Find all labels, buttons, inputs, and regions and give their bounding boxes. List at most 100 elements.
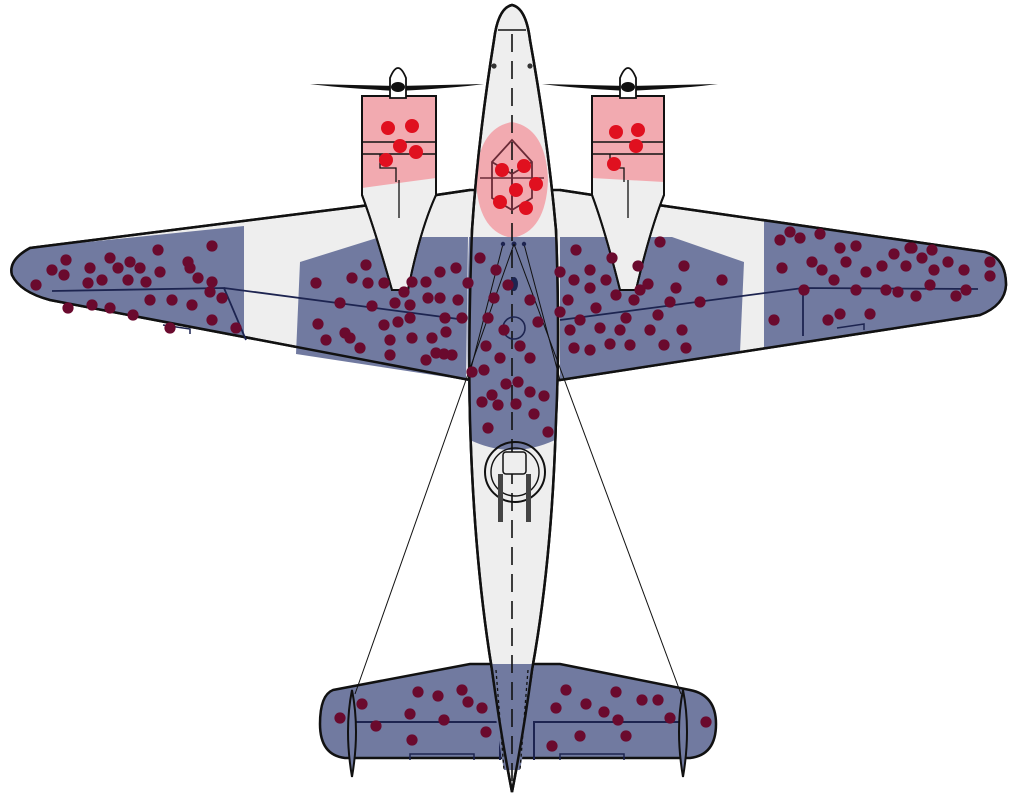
- bullet-hole-dot: [840, 256, 851, 267]
- bullet-hole-dot: [680, 342, 691, 353]
- bullet-hole-dot: [512, 376, 523, 387]
- bullet-hole-dot: [452, 294, 463, 305]
- bullet-hole-dot: [570, 244, 581, 255]
- bullet-hole-dot: [362, 277, 373, 288]
- bullet-hole-dot: [404, 708, 415, 719]
- bullet-hole-dot: [384, 349, 395, 360]
- bullet-hole-dot: [950, 290, 961, 301]
- bullet-hole-dot: [628, 294, 639, 305]
- bullet-hole-dot: [384, 334, 395, 345]
- bullet-hole-dot: [186, 299, 197, 310]
- turret-gun-left: [498, 474, 503, 522]
- critical-hit-dot: [517, 159, 531, 173]
- bullet-hole-dot: [488, 292, 499, 303]
- bullet-hole-dot: [370, 720, 381, 731]
- bullet-hole-dot: [354, 342, 365, 353]
- bullet-hole-dot: [476, 702, 487, 713]
- bullet-hole-dot: [439, 312, 450, 323]
- wire-anchor-a: [501, 242, 505, 246]
- bullet-hole-dot: [524, 294, 535, 305]
- bullet-hole-dot: [620, 730, 631, 741]
- bullet-hole-dot: [62, 302, 73, 313]
- critical-hit-dot: [509, 183, 523, 197]
- bullet-hole-dot: [492, 399, 503, 410]
- bullet-hole-dot: [134, 262, 145, 273]
- bullet-hole-dot: [916, 252, 927, 263]
- bullet-hole-dot: [500, 378, 511, 389]
- bullet-hole-dot: [676, 324, 687, 335]
- critical-hit-dot: [629, 139, 643, 153]
- bullet-hole-dot: [466, 366, 477, 377]
- bullet-hole-dot: [514, 340, 525, 351]
- right-propeller: [542, 68, 718, 98]
- bullet-hole-dot: [140, 276, 151, 287]
- bullet-hole-dot: [420, 276, 431, 287]
- bullet-hole-dot: [880, 284, 891, 295]
- bullet-hole-dot: [434, 266, 445, 277]
- bullet-hole-dot: [888, 248, 899, 259]
- bullet-hole-dot: [594, 322, 605, 333]
- bullet-hole-dot: [404, 299, 415, 310]
- bullet-hole-dot: [104, 252, 115, 263]
- right-hub: [621, 82, 635, 92]
- bullet-hole-dot: [312, 318, 323, 329]
- bullet-hole-dot: [568, 274, 579, 285]
- bullet-hole-dot: [216, 292, 227, 303]
- bullet-hole-dot: [776, 262, 787, 273]
- bullet-hole-dot: [906, 242, 917, 253]
- bullet-hole-dot: [652, 309, 663, 320]
- bullet-hole-dot: [486, 389, 497, 400]
- critical-hit-dot: [607, 157, 621, 171]
- bullet-hole-dot: [440, 326, 451, 337]
- bullet-hole-dot: [554, 306, 565, 317]
- bullet-hole-dot: [554, 266, 565, 277]
- bullet-hole-dot: [490, 264, 501, 275]
- bullet-hole-dot: [942, 256, 953, 267]
- bullet-hole-dot: [664, 296, 675, 307]
- bullet-hole-dot: [524, 352, 535, 363]
- bullet-hole-dot: [960, 284, 971, 295]
- bullet-hole-dot: [568, 342, 579, 353]
- bullet-hole-dot: [104, 302, 115, 313]
- bullet-hole-dot: [604, 338, 615, 349]
- bullet-hole-dot: [58, 269, 69, 280]
- nose-gun-left: [491, 63, 496, 68]
- bullet-hole-dot: [984, 256, 995, 267]
- critical-hit-dot: [519, 201, 533, 215]
- bullet-hole-dot: [206, 240, 217, 251]
- bullet-hole-dot: [850, 284, 861, 295]
- turret-body: [503, 452, 526, 474]
- bullet-hole-dot: [590, 302, 601, 313]
- bullet-hole-dot: [482, 312, 493, 323]
- bullet-hole-dot: [482, 422, 493, 433]
- bullet-hole-dot: [494, 352, 505, 363]
- bullet-hole-dot: [528, 408, 539, 419]
- bullet-hole-dot: [814, 228, 825, 239]
- left-propeller: [310, 68, 484, 98]
- bullet-hole-dot: [564, 324, 575, 335]
- bullet-hole-dot: [580, 698, 591, 709]
- bullet-hole-dot: [164, 322, 175, 333]
- turret-gun-right: [526, 474, 531, 522]
- bullet-hole-dot: [360, 259, 371, 270]
- bullet-hole-dot: [652, 694, 663, 705]
- bullet-hole-dot: [700, 716, 711, 727]
- bullet-hole-dot: [438, 348, 449, 359]
- critical-hit-dot: [381, 121, 395, 135]
- bullet-hole-dot: [320, 334, 331, 345]
- bullet-hole-dot: [498, 324, 509, 335]
- left-fin: [348, 690, 356, 777]
- bullet-hole-dot: [636, 694, 647, 705]
- bullet-hole-dot: [82, 277, 93, 288]
- bullet-hole-dot: [560, 684, 571, 695]
- bullet-hole-dot: [366, 300, 377, 311]
- bullet-hole-dot: [784, 226, 795, 237]
- bullet-hole-dot: [434, 292, 445, 303]
- bullet-hole-dot: [144, 294, 155, 305]
- bullet-hole-dot: [774, 234, 785, 245]
- bullet-hole-dot: [378, 277, 389, 288]
- bullet-hole-dot: [406, 276, 417, 287]
- bullet-hole-dot: [450, 262, 461, 273]
- bullet-hole-dot: [432, 690, 443, 701]
- bullet-hole-dot: [670, 282, 681, 293]
